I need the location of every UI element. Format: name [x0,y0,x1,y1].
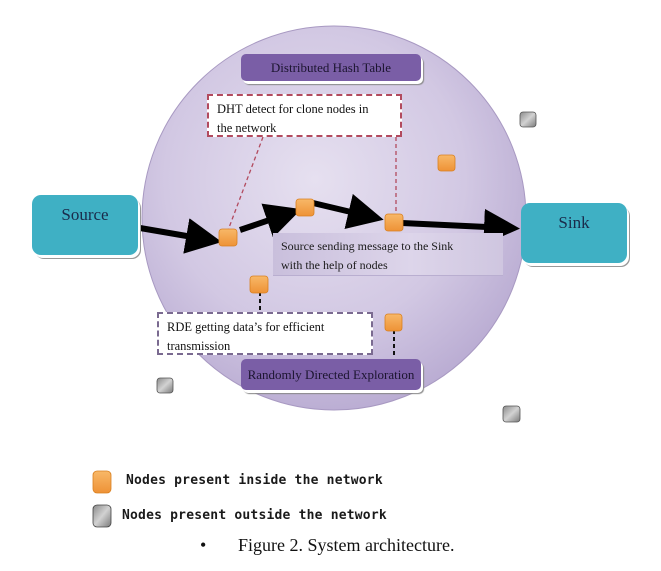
source-sending-note: Source sending message to the Sink with … [273,233,503,276]
rde-getting-note: RDE getting data’s for efficient transmi… [157,312,373,355]
legend-inside-label: Nodes present inside the network [126,473,383,488]
arrow-source-to-node1 [139,218,222,254]
dht-label-bar: Distributed Hash Table [241,54,421,81]
legend-inside-node-icon [92,470,112,494]
rde-getting-note-line: transmission [167,339,231,353]
inside-node-icon [249,275,269,294]
figure-caption-bullet: • [200,535,206,556]
rde-label-bar: Randomly Directed Exploration [241,359,421,390]
outside-node-icon [502,405,521,423]
inside-node-icon [218,228,238,247]
legend-item-inside: Nodes present inside the network [126,473,383,488]
figure-caption: Figure 2. System architecture. [238,535,454,556]
dht-connector-line-left [226,136,264,234]
caption-bullet: • [200,535,207,555]
inside-node-icon [384,313,403,332]
inside-node-icon [384,213,404,232]
source-box: Source [32,195,138,255]
source-label: Source [61,205,109,224]
dht-detect-note-line: the network [217,121,277,135]
source-sending-note-line: with the help of nodes [281,258,388,272]
source-sending-note-line: Source sending message to the Sink [281,239,454,253]
arrow-node1-to-node2 [239,203,302,238]
sink-box: Sink [521,203,627,263]
legend-outside-label: Nodes present outside the network [122,508,387,523]
arrow-node3-to-sink [401,208,520,245]
dht-detect-note-line: DHT detect for clone nodes in [217,102,369,116]
legend-item-outside: Nodes present outside the network [122,508,387,523]
rde-label: Randomly Directed Exploration [247,366,415,382]
outside-node-icon [519,111,537,128]
inside-node-icon [437,154,456,172]
outside-node-icon [156,377,174,394]
arrow-node2-to-node3 [312,193,384,229]
legend-outside-node-icon [92,504,112,528]
rde-getting-note-line: RDE getting data’s for efficient [167,320,325,334]
inside-node-icon [295,198,315,217]
sink-label: Sink [558,213,590,232]
dht-label: Distributed Hash Table [270,59,392,75]
dht-detect-note: DHT detect for clone nodes in the networ… [207,94,402,137]
caption-text: Figure 2. System architecture. [238,535,455,555]
